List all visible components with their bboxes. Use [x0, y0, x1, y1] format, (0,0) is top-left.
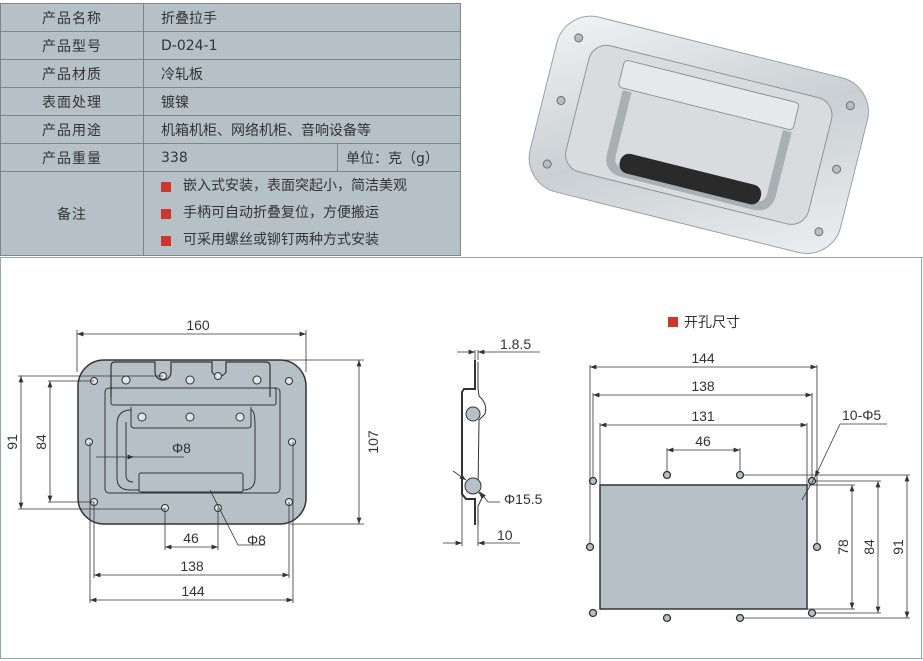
product-photo: [528, 15, 869, 254]
spec-label: 产品重量: [0, 143, 144, 172]
spec-row: 产品材质冷轧板: [0, 59, 461, 88]
spec-label: 表面处理: [0, 87, 144, 116]
note-text: 手柄可自动折叠复位，方便搬运: [183, 205, 379, 221]
dim-height-91: 91: [4, 434, 20, 450]
weight-unit: 单位：克（g）: [337, 143, 461, 172]
note-item: 手柄可自动折叠复位，方便搬运: [161, 200, 460, 227]
cut-dim-91: 91: [890, 539, 906, 555]
dim-hole-dia: Φ8: [247, 532, 266, 548]
frame-bottom: [0, 658, 923, 659]
cut-dim-138: 138: [691, 378, 715, 394]
bullet-square-icon: [668, 317, 678, 327]
bullet-square-icon: [161, 208, 171, 219]
side-view: [443, 349, 540, 546]
dim-width-144: 144: [181, 583, 205, 599]
cut-dim-144: 144: [691, 350, 715, 366]
dim-width-160: 160: [186, 317, 210, 333]
cut-dim-131: 131: [691, 408, 715, 424]
dim-hole-spacing-46: 46: [183, 530, 199, 546]
cut-dim-78: 78: [835, 539, 851, 555]
cutout-view: [585, 364, 910, 623]
cutout-title: 开孔尺寸: [668, 312, 740, 332]
notes-list: 嵌入式安装，表面突起小，简洁美观 手柄可自动折叠复位，方便搬运 可采用螺丝或铆钉…: [143, 171, 461, 256]
note-text: 嵌入式安装，表面突起小，简洁美观: [183, 178, 407, 194]
note-text: 可采用螺丝或铆钉两种方式安装: [183, 232, 379, 248]
cut-holes-spec: 10-Φ5: [842, 407, 881, 423]
dim-height-84: 84: [33, 434, 49, 450]
spec-value: 338: [143, 143, 338, 172]
bullet-square-icon: [161, 181, 171, 192]
cut-dim-84: 84: [861, 539, 877, 555]
spec-row: 产品名称折叠拉手: [0, 3, 461, 32]
divider: [0, 257, 923, 258]
dim-width-138: 138: [180, 558, 204, 574]
spec-label: 产品用途: [0, 115, 144, 144]
dim-hole-dia: Φ8: [172, 440, 191, 456]
spec-value: 机箱机柜、网络机柜、音响设备等: [143, 115, 461, 144]
dim-depth: 10: [497, 527, 513, 543]
dim-pin-dia: Φ15.5: [504, 491, 543, 507]
bullet-square-icon: [161, 235, 171, 246]
front-view: [18, 330, 364, 603]
cutout-title-text: 开孔尺寸: [684, 315, 740, 331]
spec-value: 冷轧板: [143, 59, 461, 88]
cutout-holes: [585, 470, 822, 623]
spec-row: 产品用途机箱机柜、网络机柜、音响设备等: [0, 115, 461, 144]
frame-right: [921, 258, 922, 658]
spec-label: 产品名称: [0, 3, 144, 32]
spec-label: 产品型号: [0, 31, 144, 60]
dim-thickness: 1.8.5: [500, 336, 531, 352]
note-item: 可采用螺丝或铆钉两种方式安装: [161, 227, 460, 254]
frame-left: [0, 258, 1, 658]
spec-row: 备注 嵌入式安装，表面突起小，简洁美观 手柄可自动折叠复位，方便搬运 可采用螺丝…: [0, 171, 461, 256]
spec-row: 表面处理镀镍: [0, 87, 461, 116]
spec-label: 产品材质: [0, 59, 144, 88]
notes-label: 备注: [0, 171, 144, 256]
cut-dim-46: 46: [695, 433, 711, 449]
dim-height-107: 107: [365, 430, 381, 454]
note-item: 嵌入式安装，表面突起小，简洁美观: [161, 173, 460, 200]
